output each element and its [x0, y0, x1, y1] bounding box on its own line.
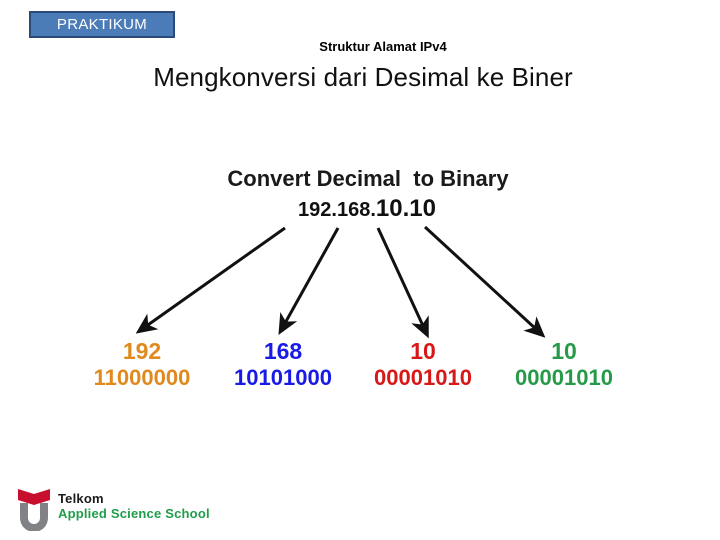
slide-subtitle: Struktur Alamat IPv4 [319, 39, 447, 54]
ip-address-large-part: 10.10 [375, 195, 436, 222]
octet-binary-value: 11000000 [93, 365, 191, 390]
ip-address-label: 192.168.10.10 [0, 195, 720, 223]
logo-brand: Telkom [58, 491, 104, 506]
praktikum-badge-label: PRAKTIKUM [56, 16, 148, 33]
octet-binary-value: 00001010 [374, 365, 472, 390]
conversion-diagram: Convert Decimal to Binary 192.168.10.10 … [0, 150, 720, 420]
arrow-layer [135, 225, 546, 339]
octet-arrow-4 [423, 225, 546, 338]
diagram-heading: Convert Decimal to Binary [227, 166, 509, 191]
octet-arrow-3 [376, 227, 429, 339]
telkom-logo-text: Telkom Applied Science School [58, 491, 210, 522]
octet-decimal-value: 10 [410, 338, 436, 364]
octet-arrow-2 [278, 227, 340, 335]
octet-decimal-value: 168 [263, 338, 303, 364]
telkom-logo-mark [18, 489, 50, 531]
logo-tagline: Applied Science School [58, 506, 210, 521]
footer-logo: Telkom Applied Science School [14, 487, 244, 533]
praktikum-badge: PRAKTIKUM [29, 11, 175, 38]
ip-address-small-part: 192.168. [298, 199, 376, 221]
page-title: Mengkonversi dari Desimal ke Biner [153, 62, 573, 92]
octet-binary-value: 10101000 [234, 365, 332, 390]
octet-decimal-value: 192 [122, 338, 162, 364]
octet-decimal-value: 10 [551, 338, 577, 364]
octet-arrow-1 [135, 226, 286, 334]
octet-binary-value: 00001010 [515, 365, 613, 390]
